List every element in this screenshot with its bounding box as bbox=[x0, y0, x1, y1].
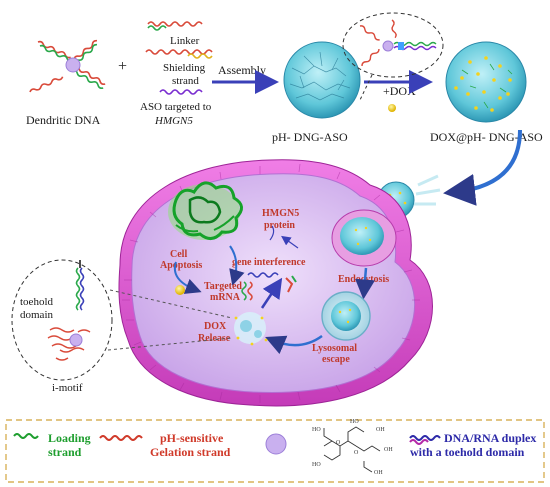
lysosomal-escape-label-line2: escape bbox=[322, 354, 350, 365]
svg-text:HO: HO bbox=[312, 462, 321, 468]
released-fragments bbox=[234, 312, 268, 346]
toehold-label-line2: domain bbox=[20, 309, 53, 321]
mrna-duplex-icon bbox=[247, 272, 279, 278]
rna-fragment-icon bbox=[285, 275, 297, 293]
aso-label-line1: ASO targeted to bbox=[140, 101, 212, 113]
imotif-label: i-motif bbox=[52, 382, 83, 394]
inset-circle bbox=[11, 259, 113, 381]
loading-strand-label-line2: strand bbox=[48, 445, 82, 459]
gene-interference-label: gene interference bbox=[232, 257, 306, 268]
shielding-label-line1: Shielding bbox=[163, 62, 206, 74]
aso-label-line2: HMGN5 bbox=[154, 115, 193, 127]
chemical-structure-icon bbox=[323, 426, 381, 473]
targeted-mrna-label-line1: Targeted bbox=[204, 281, 242, 292]
endosome bbox=[331, 209, 397, 267]
toehold-strand-icon bbox=[75, 260, 85, 311]
cell-apoptosis-label-line1: Cell bbox=[170, 249, 187, 260]
svg-text:HO: HO bbox=[312, 427, 321, 433]
shielding-label-line2: strand bbox=[172, 75, 199, 87]
svg-text:HO: HO bbox=[350, 419, 359, 425]
ph-strand-label-line1: pH-sensitive bbox=[160, 431, 224, 445]
loading-strand-label-line1: Loading bbox=[48, 431, 91, 445]
uptake-arrow bbox=[443, 129, 522, 206]
svg-text:OH: OH bbox=[374, 470, 383, 476]
assembly-label: Assembly bbox=[218, 63, 266, 77]
dendritic-dna-label: Dendritic DNA bbox=[26, 113, 101, 127]
aso-strand-icon bbox=[159, 89, 203, 95]
targeted-mrna-label-line2: mRNA bbox=[210, 292, 241, 303]
svg-text:OH: OH bbox=[384, 447, 393, 453]
nucleus-dna-cluster bbox=[168, 181, 243, 240]
lysosomal-escape-label-line1: Lysosomal bbox=[312, 343, 357, 354]
dox-release-label-line1: DOX bbox=[204, 321, 227, 332]
shielding-strand-icon bbox=[145, 49, 213, 55]
duplex-label-line2: with a toehold domain bbox=[410, 445, 525, 459]
dox-molecule-icon bbox=[388, 104, 396, 112]
dox-ph-dng-aso-label: DOX@pH- DNG-ASO bbox=[430, 130, 543, 144]
ph-dng-aso-sphere bbox=[283, 41, 361, 119]
dox-loaded-sphere bbox=[445, 41, 527, 123]
plus-sign: + bbox=[118, 58, 127, 75]
dox-release-label-line2: Release bbox=[198, 333, 231, 344]
dox-particle-icon bbox=[175, 285, 185, 295]
zoom-circle bbox=[342, 12, 444, 78]
core-molecule-icon bbox=[265, 433, 287, 455]
svg-text:O: O bbox=[354, 450, 359, 456]
ph-strand-label-line2: Gelation strand bbox=[150, 445, 231, 459]
hmgn5-label-line1: HMGN5 bbox=[262, 208, 299, 219]
dendritic-core-icon bbox=[65, 57, 81, 73]
linker-strand-icon bbox=[147, 21, 203, 27]
ph-dng-aso-label: pH- DNG-ASO bbox=[272, 130, 348, 144]
dox-add-label: +DOX bbox=[383, 84, 416, 98]
svg-text:OH: OH bbox=[376, 427, 385, 433]
duplex-icon bbox=[409, 435, 441, 441]
ph-strand-icon bbox=[99, 435, 143, 441]
svg-text:O: O bbox=[336, 440, 341, 446]
loading-strand-icon bbox=[13, 433, 39, 439]
linker-label: Linker bbox=[170, 35, 200, 47]
duplex-label-line1: DNA/RNA duplex bbox=[444, 431, 536, 445]
cell-apoptosis-label-line2: Apoptosis bbox=[160, 260, 202, 271]
imotif-icon bbox=[47, 327, 91, 361]
hmgn5-label-line2: protein bbox=[264, 220, 295, 231]
toehold-label-line1: toehold bbox=[20, 296, 53, 308]
